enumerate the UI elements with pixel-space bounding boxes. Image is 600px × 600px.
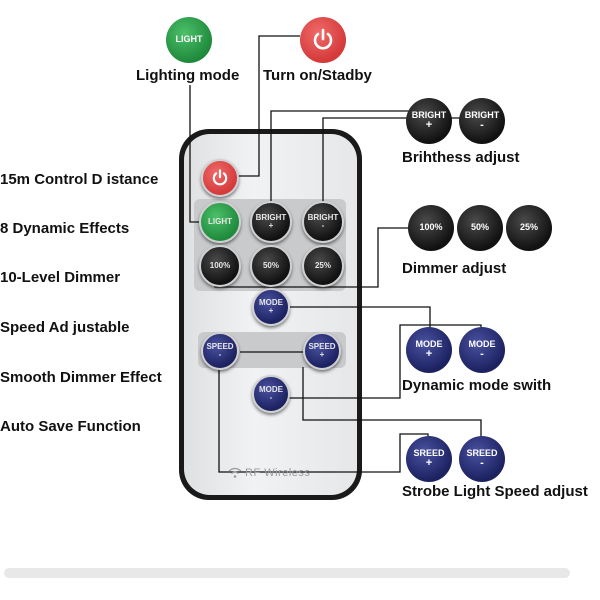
remote-speed-minus-button[interactable]: SPEED - [201,332,239,370]
remote-speed-minus-label: SPEED [206,341,234,351]
legend-mode-plus-button[interactable]: MODE + [406,327,452,373]
remote-power-icon [212,169,228,186]
legend-mode-plus-label: MODE [415,338,443,349]
power-caption: Turn on/Stadby [263,67,372,84]
rf-wireless-label: RF Wireless [245,467,311,479]
legend-bright-plus-button[interactable]: BRIGHT + [406,98,452,144]
remote-dimmer-50-label: 50% [262,260,279,270]
remote-bright-plus-label: BRIGHT [255,212,287,222]
legend-speed-minus-button[interactable]: SREED - [459,436,505,482]
remote-speed-plus-sign: + [319,350,325,359]
legend-speed-plus-label: SREED [413,447,445,458]
remote-mode-minus-label: MODE [259,384,283,394]
legend-mode-plus-sign: + [425,347,433,360]
remote-power-button[interactable] [201,159,239,197]
remote-bright-minus-label: BRIGHT [307,212,339,222]
legend-dimmer-50-label: 50% [470,222,489,233]
legend-light-button[interactable]: LIGHT [166,17,212,63]
remote-bright-minus-sign: - [321,221,325,230]
legend-mode-minus-button[interactable]: MODE - [459,327,505,373]
remote-mode-plus-sign: + [268,306,274,315]
remote-mode-plus-button[interactable]: MODE + [252,288,290,326]
legend-dimmer-100-label: 100% [419,222,443,233]
legend-mode-minus-label: MODE [468,338,496,349]
legend-power-button[interactable] [300,17,346,63]
remote-speed-plus-label: SPEED [308,341,336,351]
feature-control-distance: 15m Control D istance [0,171,159,188]
legend-dimmer-50-button[interactable]: 50% [457,205,503,251]
remote-mode-plus-label: MODE [259,297,283,307]
wifi-icon [228,467,242,478]
legend-bright-plus-label: BRIGHT [411,109,447,120]
feature-dimmer-levels: 10-Level Dimmer [0,269,121,286]
legend-bright-minus-sign: - [480,118,484,131]
feature-smooth-dimmer: Smooth Dimmer Effect [0,369,162,386]
remote-dimmer-25-button[interactable]: 25% [302,245,344,287]
remote-light-button[interactable]: LIGHT [199,201,241,243]
feature-speed-adjustable: Speed Ad justable [0,319,130,336]
remote-dimmer-100-button[interactable]: 100% [199,245,241,287]
lighting-mode-caption: Lighting mode [136,67,240,84]
remote-dimmer-100-label: 100% [209,260,231,270]
remote-bright-plus-sign: + [268,221,274,230]
dimmer-caption: Dimmer adjust [402,260,507,277]
legend-speed-minus-sign: - [480,456,484,469]
legend-light-label: LIGHT [175,34,203,45]
legend-speed-plus-sign: + [425,456,433,469]
mode-caption: Dynamic mode swith [402,377,552,394]
feature-dynamic-effects: 8 Dynamic Effects [0,220,130,237]
strobe-caption: Strobe Light Speed adjust [402,483,588,500]
legend-bright-plus-sign: + [425,118,433,131]
legend-speed-plus-button[interactable]: SREED + [406,436,452,482]
legend-bright-minus-label: BRIGHT [464,109,500,120]
remote-speed-plus-button[interactable]: SPEED + [303,332,341,370]
legend-dimmer-25-label: 25% [519,222,538,233]
horizontal-scrollbar[interactable] [4,568,570,578]
remote-bright-minus-button[interactable]: BRIGHT - [302,201,344,243]
remote-dimmer-50-button[interactable]: 50% [250,245,292,287]
feature-auto-save: Auto Save Function [0,418,141,435]
remote-speed-minus-sign: - [218,350,222,359]
legend-dimmer-25-button[interactable]: 25% [506,205,552,251]
power-icon [313,28,333,50]
remote-mode-minus-sign: - [269,393,273,402]
bright-caption: Brihthess adjust [402,149,520,166]
legend-mode-minus-sign: - [480,347,484,360]
remote-light-label: LIGHT [208,216,232,226]
legend-speed-minus-label: SREED [466,447,498,458]
remote-bright-plus-button[interactable]: BRIGHT + [250,201,292,243]
remote-mode-minus-button[interactable]: MODE - [252,375,290,413]
remote-dimmer-25-label: 25% [314,260,331,270]
legend-bright-minus-button[interactable]: BRIGHT - [459,98,505,144]
legend-dimmer-100-button[interactable]: 100% [408,205,454,251]
